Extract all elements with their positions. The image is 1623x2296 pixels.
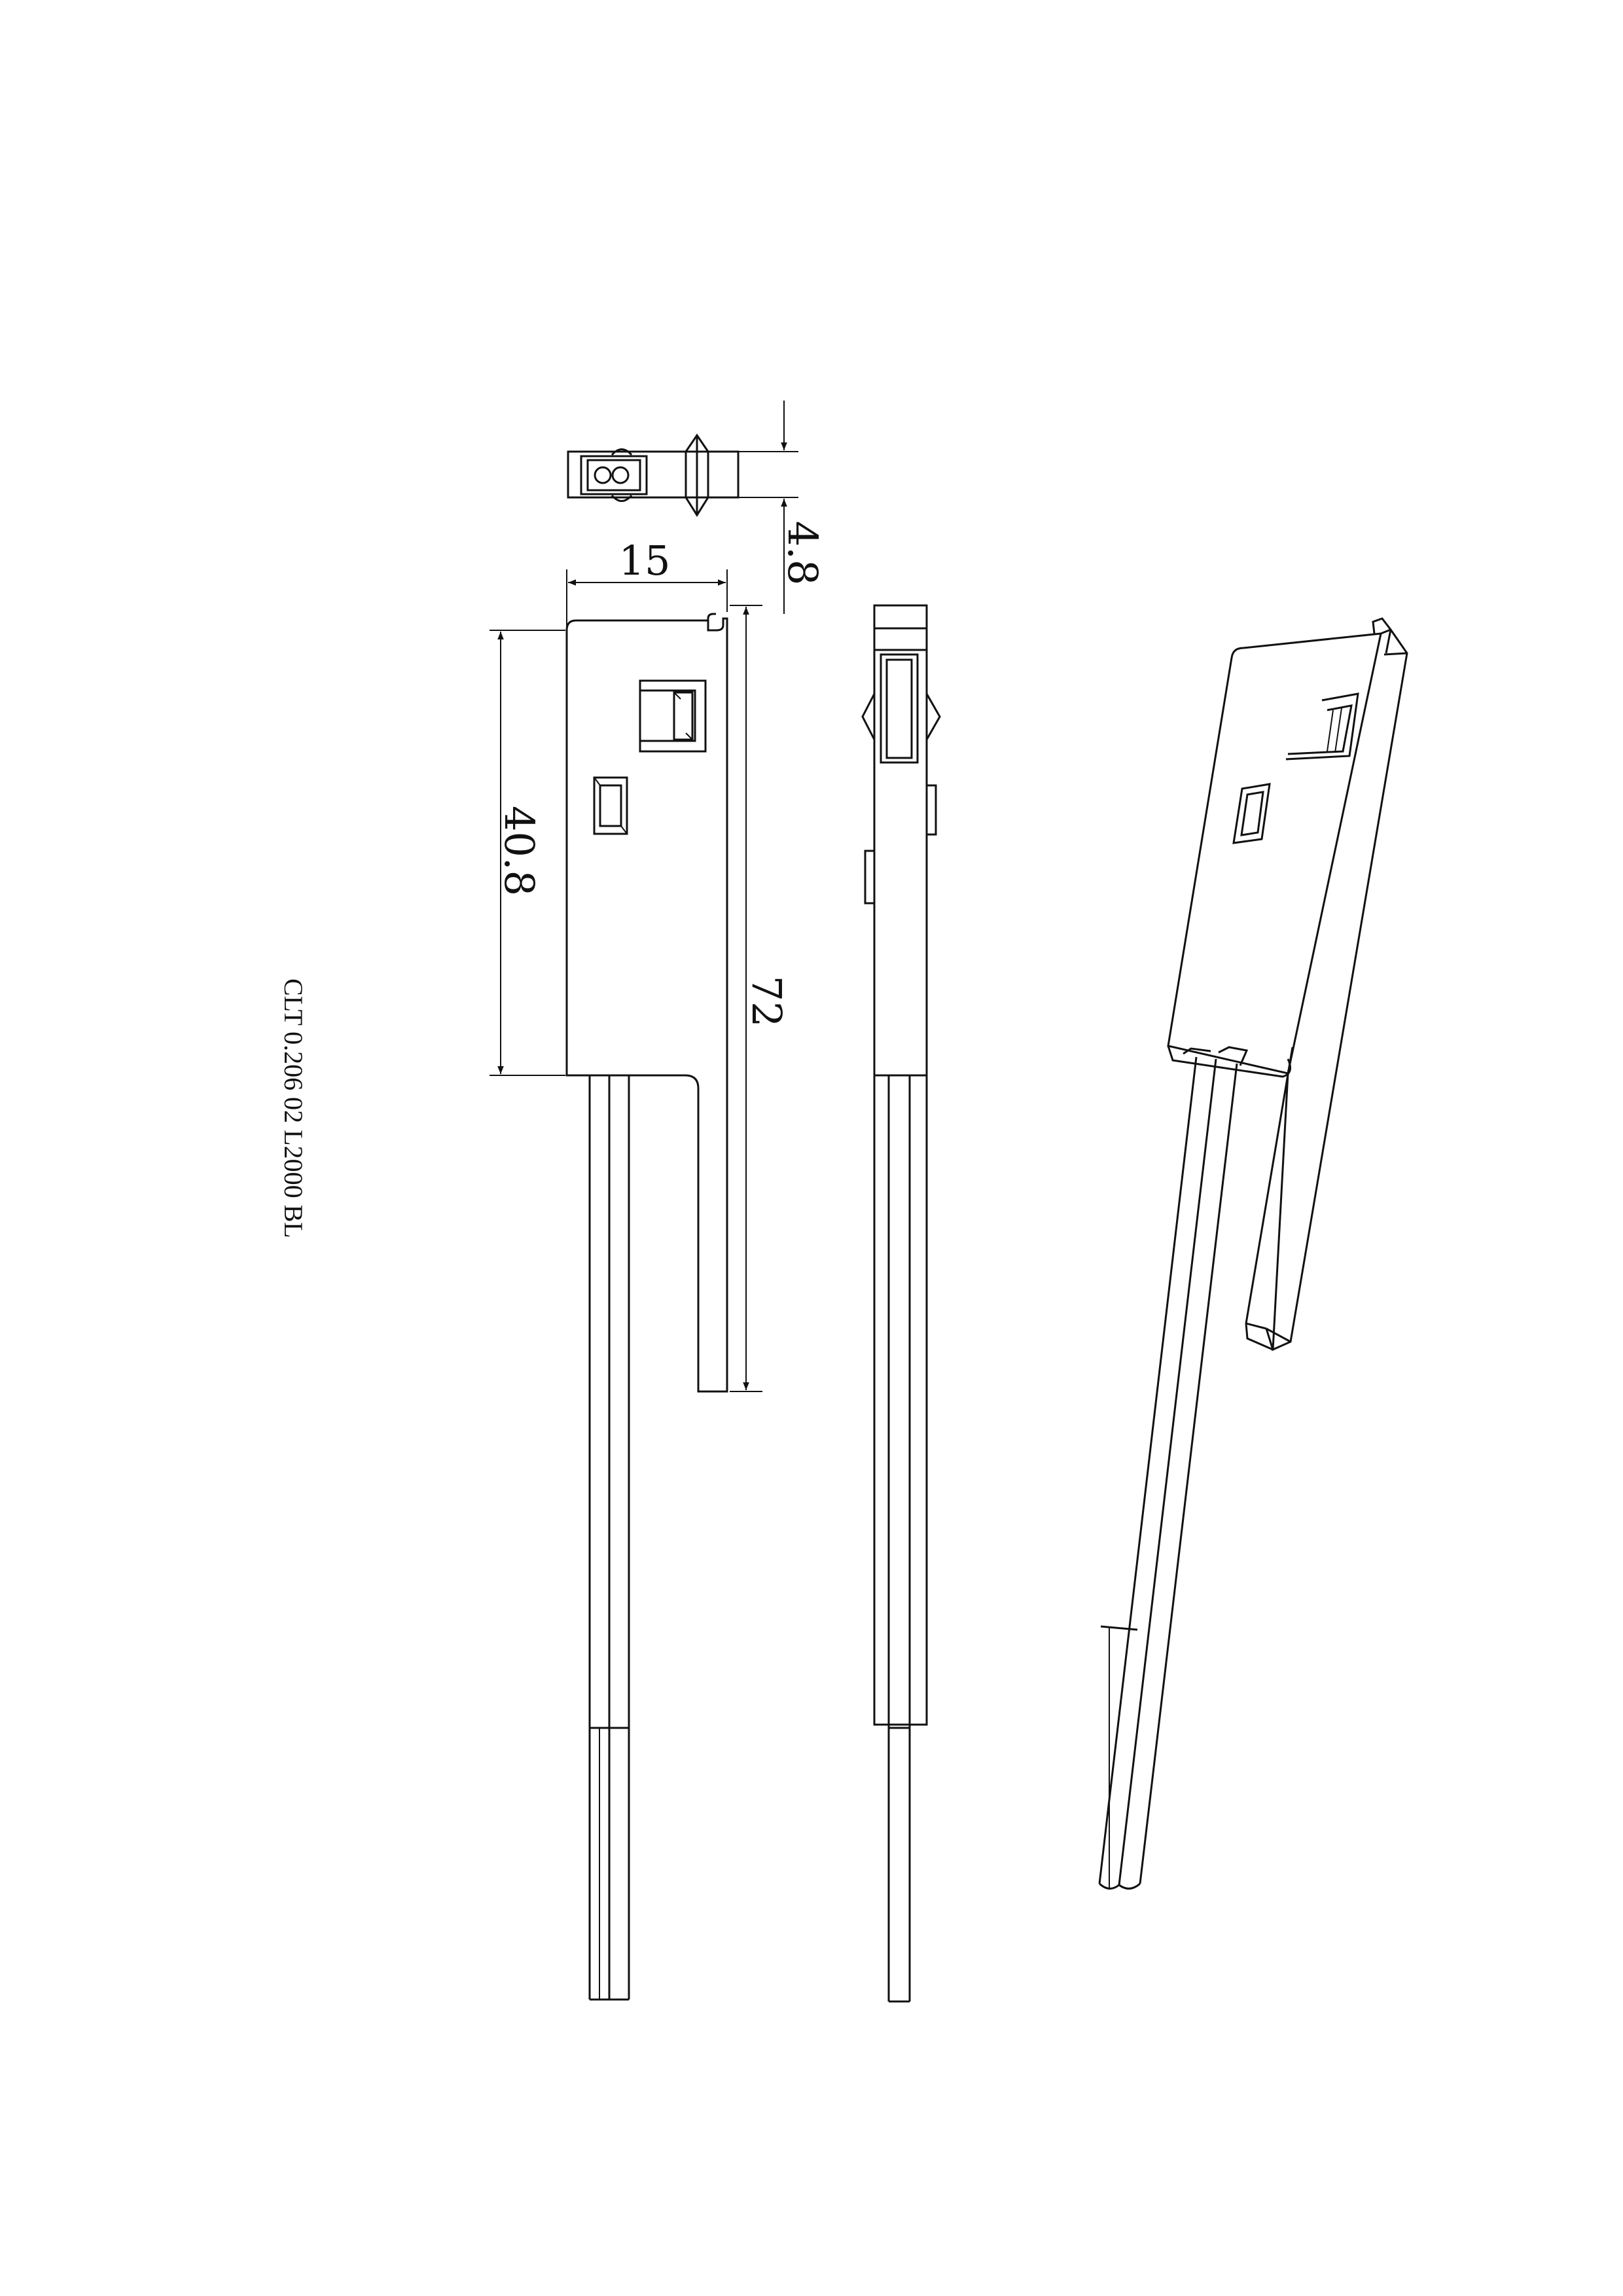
side-view <box>861 604 941 2003</box>
width-label: 15 <box>619 537 671 584</box>
body-height-label: 40.8 <box>495 806 543 896</box>
overall-height-dimension: 72 <box>730 605 791 1392</box>
overall-height-label: 72 <box>743 976 791 1028</box>
thickness-dimension: 4.8 <box>738 401 827 614</box>
front-view <box>565 613 728 2001</box>
body-height-dimension: 40.8 <box>490 630 565 1076</box>
thickness-label: 4.8 <box>779 521 827 586</box>
width-dimension: 15 <box>566 537 728 628</box>
isometric-view <box>1098 617 1408 1890</box>
part-code-label: CLT 0.206 02 L2000 BL <box>279 978 308 1238</box>
top-view <box>567 433 740 517</box>
